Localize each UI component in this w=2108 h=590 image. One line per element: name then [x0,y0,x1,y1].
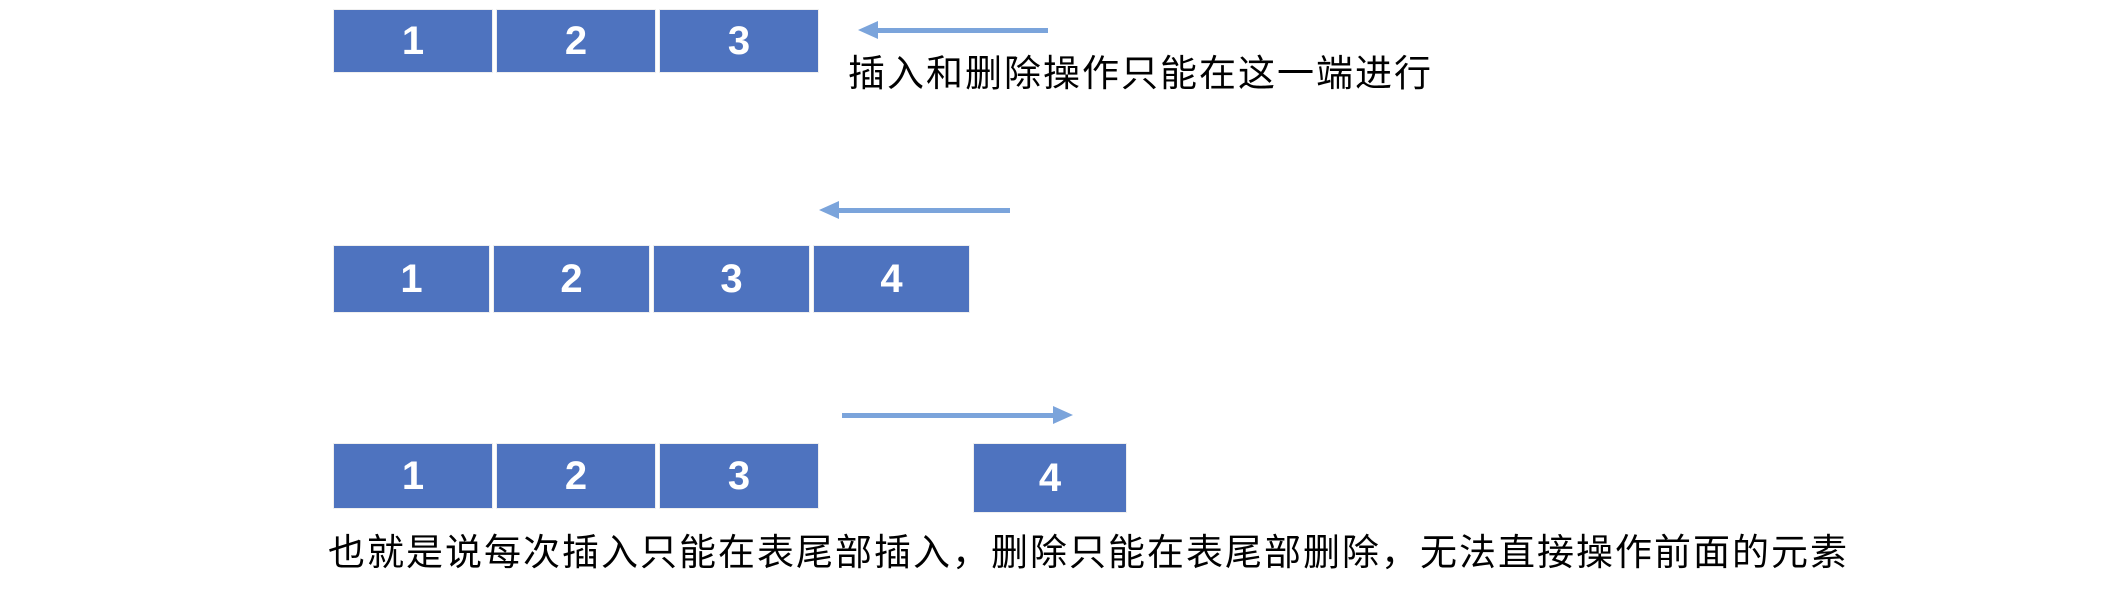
stack-cell: 2 [493,245,650,313]
stack-row-1: 1 2 3 [333,9,819,73]
stack-cell: 3 [659,443,819,509]
arrow-shaft [842,413,1057,418]
cell-value: 1 [401,454,425,498]
stack-cell: 4 [813,245,970,313]
stack-cell: 2 [496,9,656,73]
cell-value: 1 [400,257,423,301]
cell-value: 3 [727,454,751,498]
stack-cell-detached: 4 [973,443,1127,513]
cell-value: 3 [727,19,751,63]
cell-value: 3 [720,257,743,301]
arrow-head [1053,406,1073,424]
cell-value: 1 [401,19,425,63]
stack-row-3: 1 2 3 [333,443,819,509]
stack-cell: 3 [659,9,819,73]
stack-cell: 1 [333,9,493,73]
arrow-left-icon [858,21,1048,39]
stack-cell: 3 [653,245,810,313]
arrow-left-icon [819,201,1010,219]
arrow-head [819,201,839,219]
stack-detached-cell-row: 4 [973,443,1127,513]
stack-cell: 1 [333,245,490,313]
row1-caption: 插入和删除操作只能在这一端进行 [848,53,1433,94]
arrow-head [858,21,878,39]
arrow-shaft [835,208,1010,213]
stack-row-2: 1 2 3 4 [333,245,970,313]
stack-cell: 1 [333,443,493,509]
stack-cell: 2 [496,443,656,509]
cell-value: 4 [880,257,903,301]
cell-value: 4 [1038,456,1062,500]
arrow-right-icon [842,406,1073,424]
cell-value: 2 [560,257,583,301]
arrow-shaft [874,28,1048,33]
footer-caption: 也就是说每次插入只能在表尾部插入，删除只能在表尾部删除，无法直接操作前面的元素 [328,532,1849,573]
cell-value: 2 [564,19,588,63]
cell-value: 2 [564,454,588,498]
